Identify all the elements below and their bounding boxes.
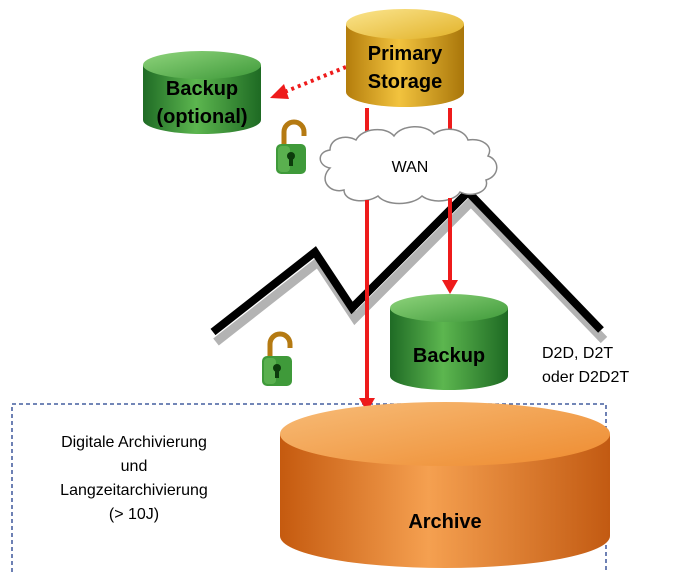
archive-zone-border	[11, 403, 607, 572]
primary-storage-label-line1: Primary	[368, 43, 443, 65]
archiving-line2: und	[121, 458, 148, 475]
open-padlock-icon	[262, 331, 293, 386]
archive-cylinder: Archive	[280, 402, 610, 568]
network-line-shadow	[213, 195, 608, 346]
wan-label: WAN	[392, 159, 429, 176]
replication-arrow-head	[270, 84, 289, 99]
backup-cylinder: Backup	[390, 294, 508, 390]
archiving-line3: Langzeitarchivierung	[60, 482, 208, 499]
primary-storage-cylinder: Primary Storage	[346, 9, 464, 107]
open-padlock-icon	[276, 119, 307, 174]
network-line	[210, 186, 604, 336]
archive-arrow-head	[359, 398, 375, 412]
wan-cloud: WAN	[319, 126, 498, 205]
backup-methods-line1: D2D, D2T	[542, 345, 613, 362]
backup-optional-label-line1: Backup	[166, 78, 238, 100]
archive-label: Archive	[408, 511, 481, 533]
backup-arrow-head	[442, 280, 458, 294]
backup-label: Backup	[413, 345, 485, 367]
backup-optional-cylinder: Backup (optional)	[143, 51, 261, 134]
backup-methods-line2: oder D2D2T	[542, 369, 629, 386]
archiving-line1: Digitale Archivierung	[61, 434, 207, 451]
primary-storage-label-line2: Storage	[368, 71, 442, 93]
backup-optional-label-line2: (optional)	[156, 106, 247, 128]
archiving-line4: (> 10J)	[109, 506, 159, 523]
replication-arrow-dotted	[281, 65, 347, 95]
